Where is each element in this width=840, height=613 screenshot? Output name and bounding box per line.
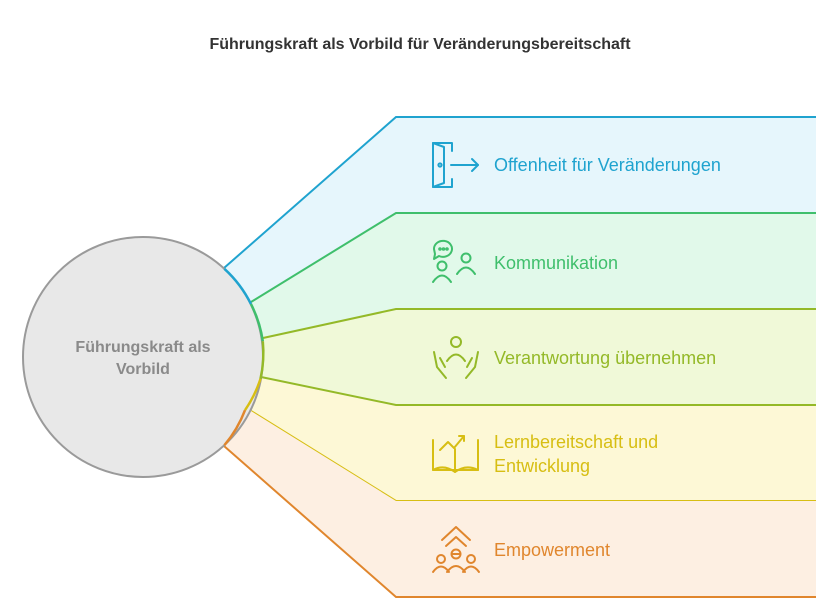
item-label-offenheit-line-1: Offenheit für Veränderungen [494, 155, 721, 175]
band-kommunikation [250, 212, 816, 338]
band-empowerment [223, 411, 816, 598]
center-circle [22, 236, 265, 478]
item-label-lernbereitschaft-line-2: Entwicklung [494, 456, 591, 476]
learning-book-icon [432, 435, 479, 473]
item-label-kommunikation: Kommunikation [494, 251, 618, 275]
diagram-title: Führungskraft als Vorbild für Veränderun… [209, 36, 631, 53]
center-label-line-2: Vorbild [116, 361, 170, 378]
band-verantwortung [261, 308, 816, 405]
door-exit-icon [432, 142, 479, 188]
item-label-offenheit: Offenheit für Veränderungen [494, 153, 721, 177]
item-label-lernbereitschaft: Lernbereitschaft und Entwicklung [494, 430, 658, 478]
responsibility-hands-icon [433, 336, 479, 379]
item-label-empowerment: Empowerment [494, 538, 610, 562]
item-label-empowerment-line-1: Empowerment [494, 540, 611, 560]
band-offenheit [223, 116, 816, 302]
item-label-kommunikation-line-1: Kommunikation [494, 253, 619, 273]
item-label-lernbereitschaft-line-1: Lernbereitschaft und [494, 432, 659, 452]
item-label-verantwortung-line-1: Verantwortung übernehmen [494, 348, 717, 368]
center-label: Führungskraft als Vorbild [36, 337, 250, 381]
item-label-verantwortung: Verantwortung übernehmen [494, 346, 716, 370]
people-chat-icon [432, 239, 476, 283]
center-label-line-1: Führungskraft als [75, 339, 211, 356]
empowerment-people-icon [432, 526, 480, 573]
